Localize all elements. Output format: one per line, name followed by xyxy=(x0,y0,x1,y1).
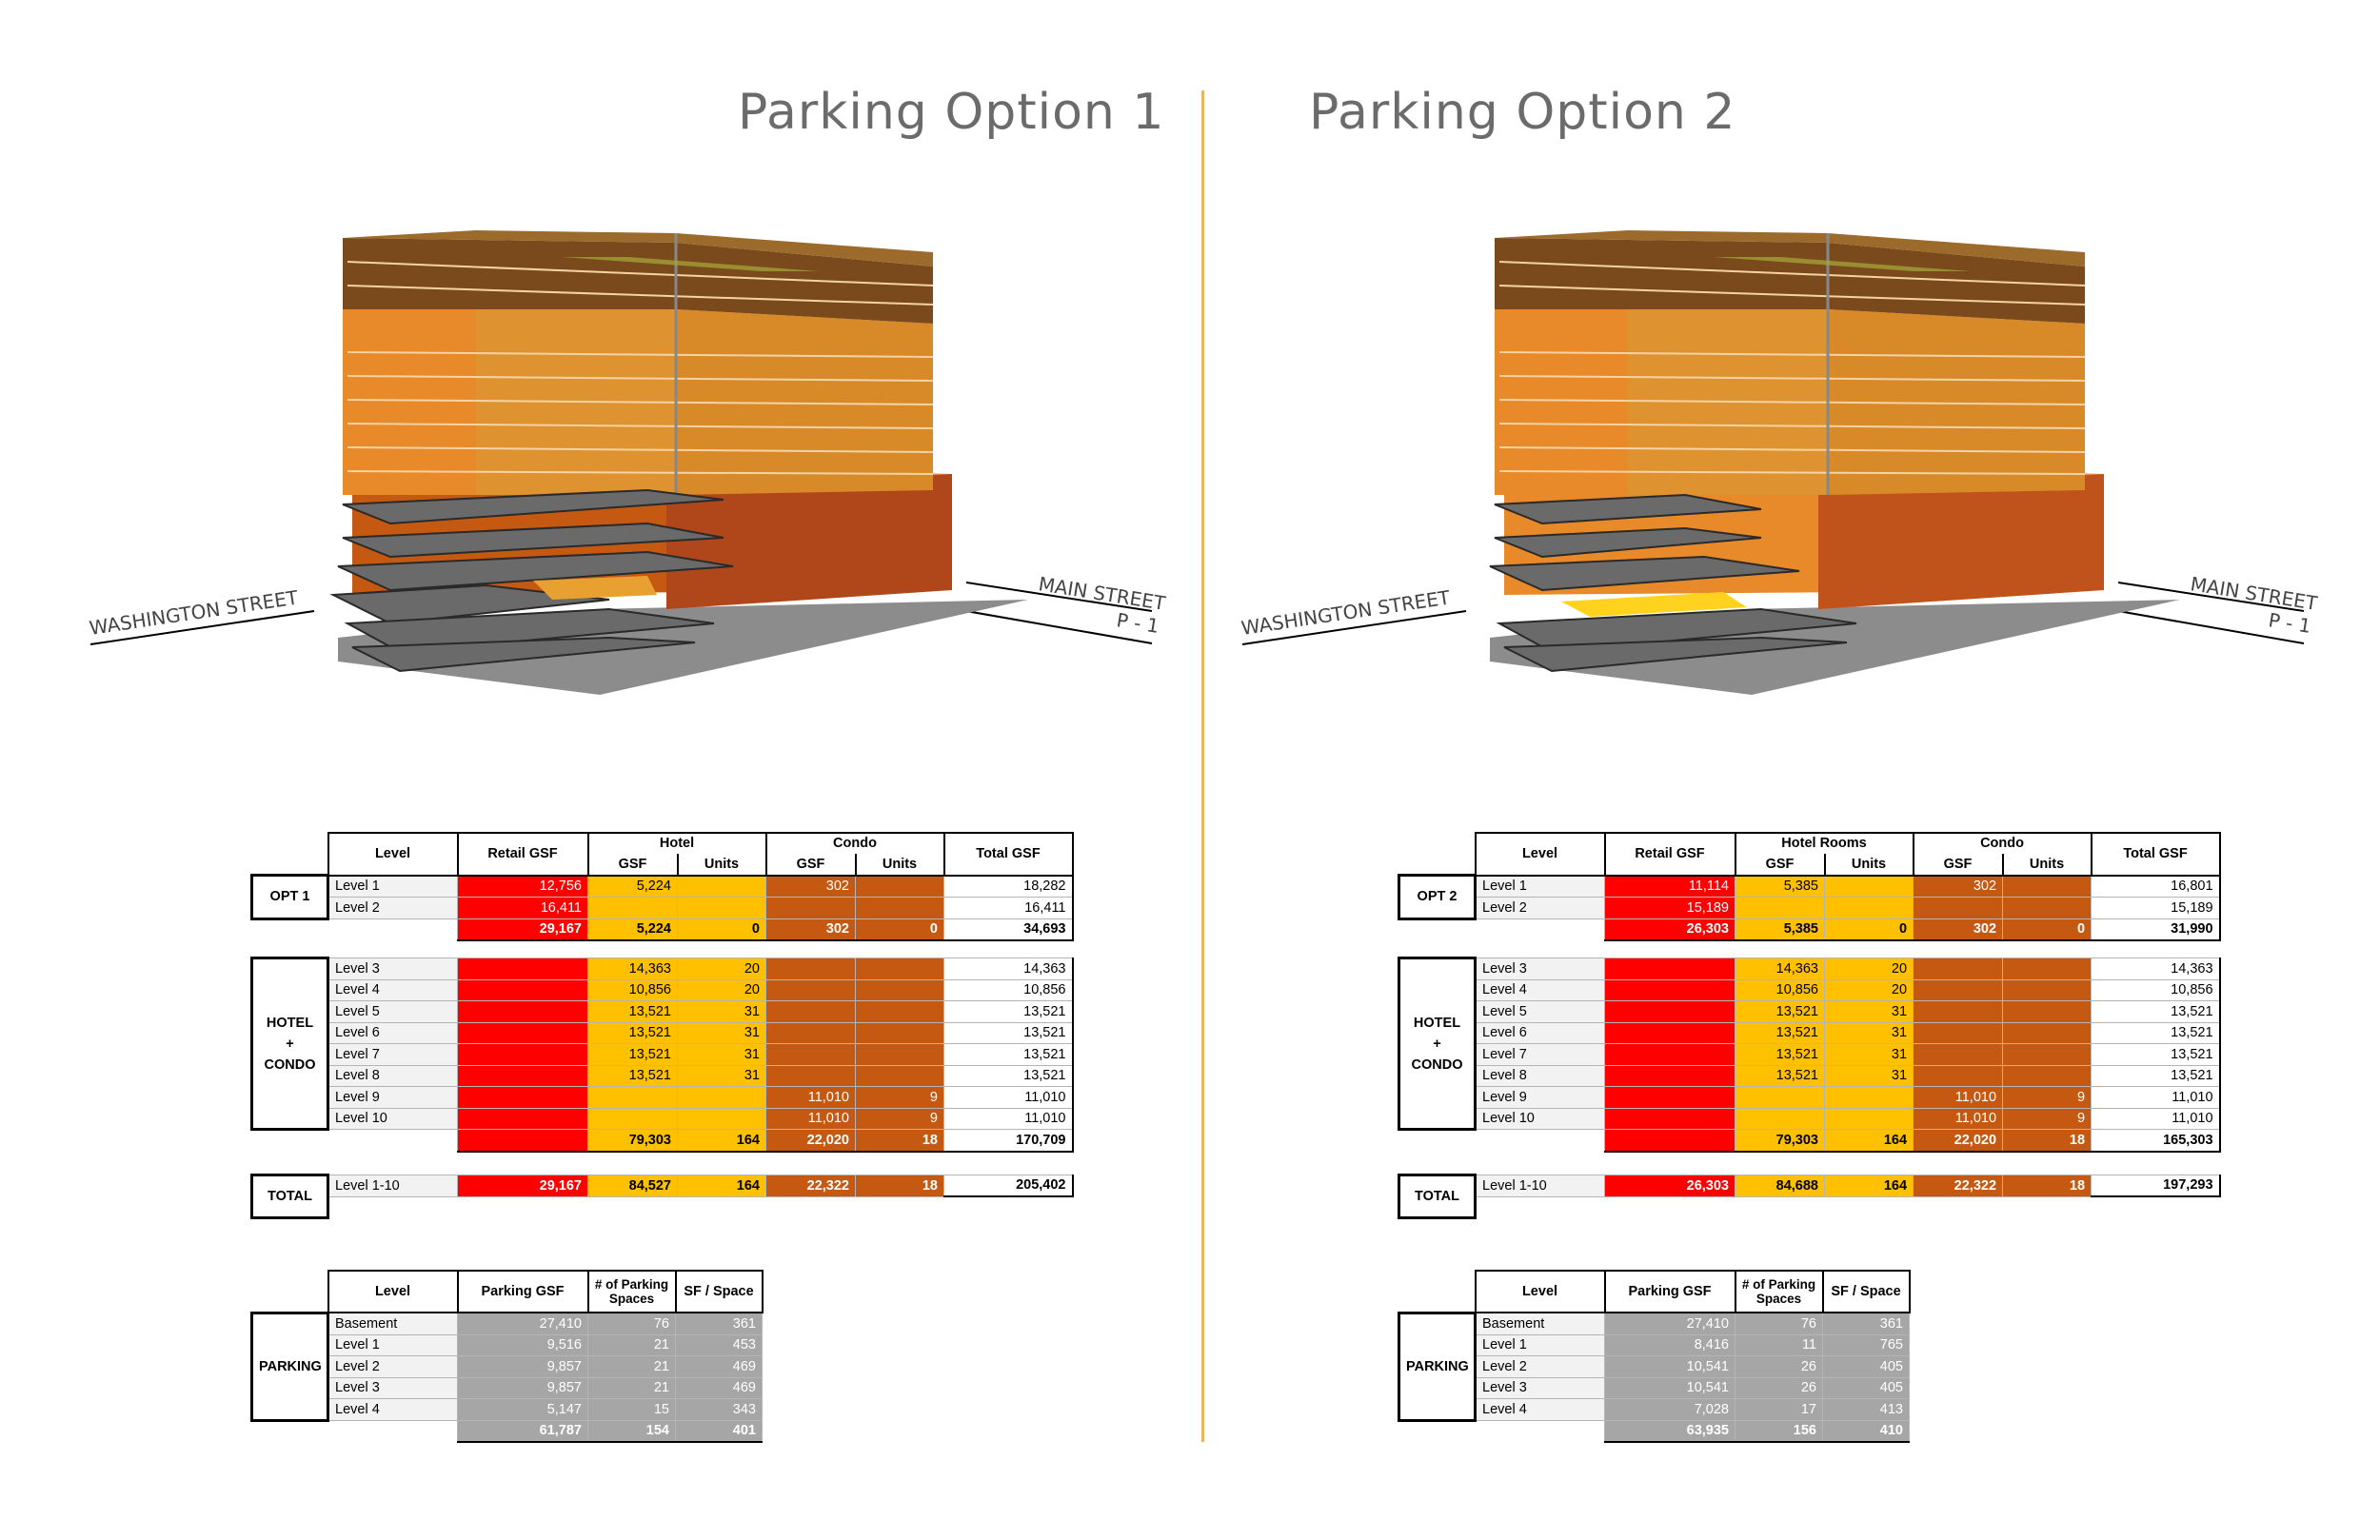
condo-crown xyxy=(343,238,933,324)
header-condo: Condo xyxy=(764,832,945,854)
option-2-title: Parking Option 2 xyxy=(1309,84,1736,141)
header-condo-gsf: GSF xyxy=(764,853,857,877)
group-label-opt2: OPT 2 xyxy=(1398,874,1477,920)
parking-decks xyxy=(329,488,734,673)
group-label-parking: PARKING xyxy=(1398,1311,1477,1422)
header-total-gsf: Total GSF xyxy=(2090,832,2221,877)
header-retail-gsf: Retail GSF xyxy=(1603,832,1736,877)
washington-street-label: WASHINGTON STREET xyxy=(88,585,300,640)
group-label-total: TOTAL xyxy=(250,1173,329,1219)
header-hotel: Hotel xyxy=(586,832,767,854)
group-label-parking: PARKING xyxy=(250,1311,329,1422)
header-condo-units: Units xyxy=(2001,853,2092,877)
parking-header-sf: SF / Space xyxy=(1821,1270,1911,1313)
group-label-hotel-condo: HOTEL+CONDO xyxy=(250,957,329,1131)
vertical-divider xyxy=(1201,90,1204,1442)
header-condo: Condo xyxy=(1912,832,2092,854)
option-1-title: Parking Option 1 xyxy=(738,84,1165,141)
building-model-option-1: WASHINGTON STREET MAIN STREET P - 1 xyxy=(76,219,1180,752)
header-hotel-units: Units xyxy=(676,853,767,877)
condo-crown xyxy=(1495,238,2085,324)
header-condo-gsf: GSF xyxy=(1912,853,2004,877)
header-hotel-rooms: Hotel Rooms xyxy=(1734,832,1914,854)
parking-header-gsf: Parking GSF xyxy=(1603,1270,1736,1313)
header-level: Level xyxy=(327,832,459,877)
washington-street-label: WASHINGTON STREET xyxy=(1240,585,1452,640)
header-total-gsf: Total GSF xyxy=(942,832,1074,877)
parking-decks xyxy=(1489,493,1857,673)
option-2-area-table: Level Retail GSF Hotel Rooms Condo Total… xyxy=(1398,832,2221,1219)
building-model-option-2: WASHINGTON STREET MAIN STREET P - 1 xyxy=(1228,219,2332,752)
header-hotel-gsf: GSF xyxy=(586,853,679,877)
header-hotel-units: Units xyxy=(1823,853,1914,877)
group-label-total: TOTAL xyxy=(1398,1173,1477,1219)
parking-header-gsf: Parking GSF xyxy=(456,1270,589,1313)
main-street-label: MAIN STREET xyxy=(2189,572,2319,615)
option-1-area-table: Level Retail GSF Hotel Condo Total GSF G… xyxy=(250,832,1074,1219)
parking-header-level: Level xyxy=(1474,1270,1606,1313)
parking-header-sf: SF / Space xyxy=(674,1270,764,1313)
parking-header-level: Level xyxy=(327,1270,459,1313)
header-condo-units: Units xyxy=(854,853,945,877)
header-hotel-gsf: GSF xyxy=(1734,853,1826,877)
main-street-label: MAIN STREET xyxy=(1037,572,1167,615)
group-label-hotel-condo: HOTEL+CONDO xyxy=(1398,957,1477,1131)
header-level: Level xyxy=(1474,832,1606,877)
header-retail-gsf: Retail GSF xyxy=(456,832,589,877)
group-label-opt1: OPT 1 xyxy=(250,874,329,920)
